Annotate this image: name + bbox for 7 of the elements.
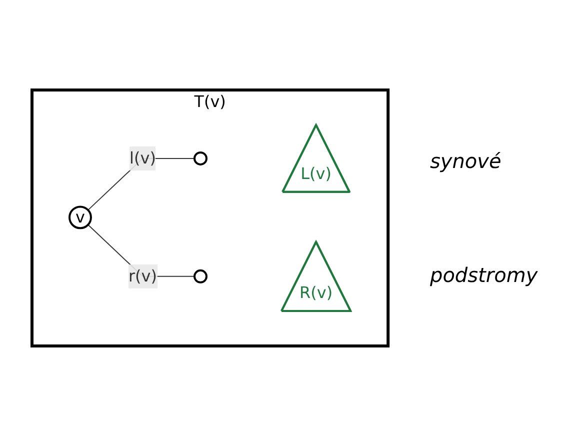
edge-label: r(v): [128, 266, 157, 286]
node-circle: v: [68, 206, 92, 230]
note-text: podstromy: [430, 263, 538, 287]
note-text: synové: [430, 149, 502, 173]
node-circle: [193, 269, 208, 284]
node-circle: [193, 151, 208, 166]
edge-label: l(v): [129, 148, 156, 168]
